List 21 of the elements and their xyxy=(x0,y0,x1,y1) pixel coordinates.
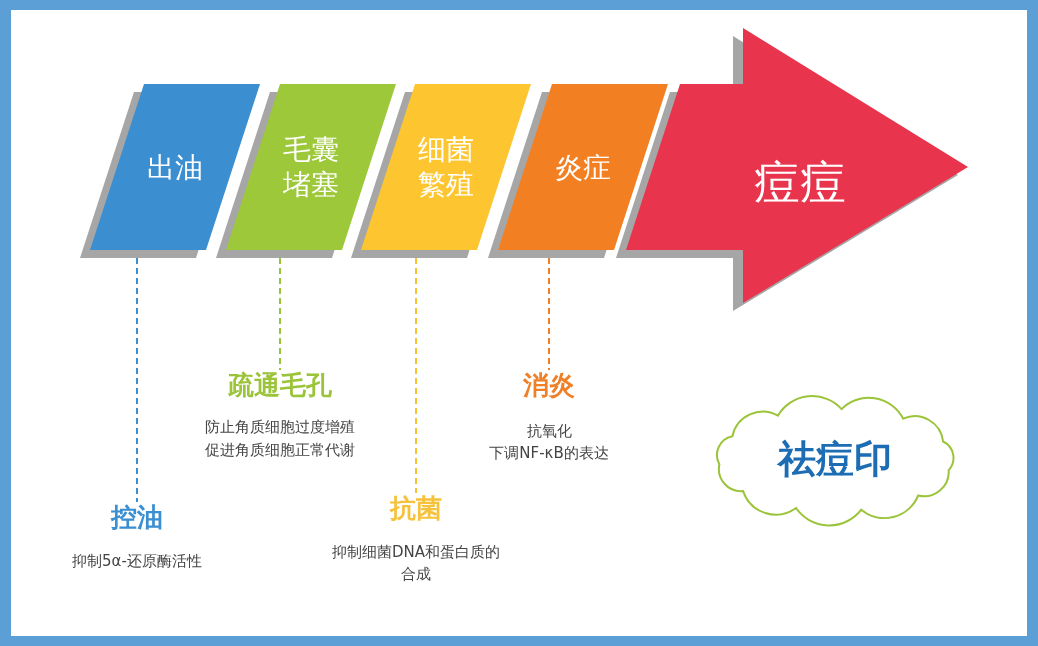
annotation-heading: 消炎 xyxy=(523,370,575,400)
step-label: 炎症 xyxy=(555,149,611,185)
annotation-text: 防止角质细胞过度增殖 xyxy=(205,417,355,438)
annotation-text: 下调NF-κB的表达 xyxy=(489,443,609,464)
annotation-heading: 控油 xyxy=(111,502,163,532)
dashed-connector xyxy=(136,257,138,503)
annotation-heading: 抗菌 xyxy=(390,493,442,523)
cloud-label: 祛痘印 xyxy=(778,436,892,484)
annotation-text: 抑制5α-还原酶活性 xyxy=(72,551,202,572)
dashed-connector xyxy=(415,257,417,494)
annotation-text: 抗氧化 xyxy=(526,421,572,442)
arrow-label: 痘痘 xyxy=(754,154,846,212)
dashed-connector xyxy=(279,257,281,371)
annotation-text: 抑制细菌DNA和蛋白质的合成 xyxy=(330,542,501,585)
step-label: 毛囊堵塞 xyxy=(282,132,340,202)
annotation-heading: 疏通毛孔 xyxy=(228,370,332,400)
annotation-text: 促进角质细胞正常代谢 xyxy=(205,440,355,461)
step-label: 出油 xyxy=(147,149,203,185)
step-label: 细菌繁殖 xyxy=(417,132,475,202)
block-arrow xyxy=(616,28,968,311)
dashed-connector xyxy=(548,257,550,371)
